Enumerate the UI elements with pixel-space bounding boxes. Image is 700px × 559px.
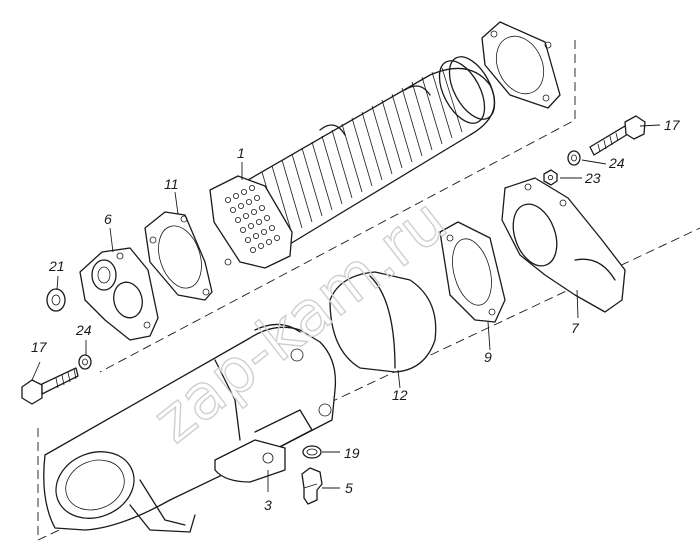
callout-labels: 1 3 5 6 7 9 11 12 17 17 19 21 23 24 24 [31,117,681,513]
callout-12: 12 [392,387,408,403]
callout-23: 23 [584,170,601,186]
gasket-part-9 [439,221,506,323]
gasket-part-11 [144,211,213,301]
washer-part-24-right [567,150,581,166]
callout-9: 9 [484,349,492,365]
plug-part-21 [46,288,66,312]
callout-11: 11 [164,176,179,192]
core-part-1 [209,56,496,269]
gasket-top [481,21,561,109]
core-fins [261,67,463,241]
callout-6: 6 [104,211,112,227]
callout-19: 19 [344,445,360,461]
insert-part-12 [329,271,437,373]
callout-24-right: 24 [608,155,625,171]
seal-part-19 [302,445,322,459]
callout-21: 21 [48,258,65,274]
housing-part-3 [43,323,337,533]
bolt-part-17-right [589,115,646,156]
core-tube-holes [224,184,280,253]
callout-1: 1 [237,145,245,161]
cover-part-7 [501,177,626,313]
washer-part-24-left [78,354,92,370]
fitting-part-5 [301,467,323,505]
callout-24-left: 24 [75,322,92,338]
callout-7: 7 [571,320,580,336]
callout-5: 5 [345,480,353,496]
leader-lines [31,124,661,492]
nut-part-23 [543,169,558,186]
callout-17-left: 17 [31,339,48,355]
assembly-axes [37,40,700,541]
cover-part-6 [79,247,159,341]
callout-3: 3 [264,497,272,513]
bolt-part-17-left [21,367,79,405]
callout-17-right: 17 [664,117,681,133]
